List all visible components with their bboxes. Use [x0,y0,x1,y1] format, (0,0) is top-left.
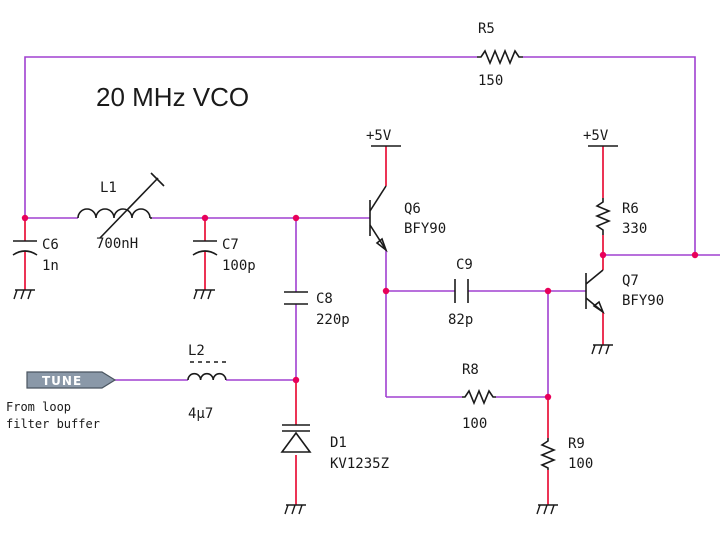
c8-value: 220p [316,312,350,328]
l1-ref: L1 [100,180,117,196]
d1-ref: D1 [330,435,347,451]
capacitor-c8: C8 220p [284,291,350,328]
ground-symbols [13,289,614,515]
c6-value: 1n [42,258,59,274]
inductor-l2: L2 4µ7 [187,343,227,422]
schematic-title: 20 MHz VCO [96,82,249,112]
r6-value: 330 [622,221,647,237]
c7-value: 100p [222,258,256,274]
wire-feedback-left [24,56,477,218]
l2-value: 4µ7 [188,406,213,422]
resistor-r9: R9 100 [539,436,593,472]
q6-ref: Q6 [404,201,421,217]
q7-ref: Q7 [622,273,639,289]
varactor-d1: D1 KV1235Z [280,424,389,472]
r5-ref: R5 [478,21,495,37]
r9-ref: R9 [568,436,585,452]
q6-value: BFY90 [404,221,446,237]
resistor-r6: R6 330 [594,198,647,237]
resistor-r8: R8 100 [462,362,496,432]
r8-ref: R8 [462,362,479,378]
ground-q7 [591,344,614,355]
r6-ref: R6 [622,201,639,217]
supply-q7-label: +5V [583,128,609,144]
transistor-q7: Q7 BFY90 [585,269,664,315]
tune-port-label: TUNE [42,374,82,388]
ground-d1 [284,504,307,515]
inductor-l1: L1 700nH [77,172,165,252]
d1-value: KV1235Z [330,456,389,472]
q7-value: BFY90 [622,293,664,309]
ground-r9 [536,504,559,515]
wire-feedback-right [523,56,696,255]
ground-c7 [193,289,216,300]
capacitor-c6: C6 1n [12,237,59,274]
resistor-r5: R5 150 [477,21,523,89]
c9-ref: C9 [456,257,473,273]
wires [24,56,720,398]
c9-value: 82p [448,312,473,328]
capacitor-c9: C9 82p [448,257,473,328]
l2-ref: L2 [188,343,205,359]
r9-value: 100 [568,456,593,472]
r8-value: 100 [462,416,487,432]
supply-q7: +5V [583,128,618,147]
c7-ref: C7 [222,237,239,253]
supply-q6-label: +5V [366,128,392,144]
c8-ref: C8 [316,291,333,307]
l1-value: 700nH [96,236,138,252]
ground-c6 [13,289,36,300]
junctions [21,214,699,401]
r5-value: 150 [478,73,503,89]
tune-port: TUNE From loop filter buffer [6,371,117,431]
tune-note-line2: filter buffer [6,417,100,431]
leads [24,146,604,505]
capacitor-c7: C7 100p [192,237,256,274]
supply-q6: +5V [366,128,401,147]
transistor-q6: Q6 BFY90 [369,185,446,253]
c6-ref: C6 [42,237,59,253]
tune-note-line1: From loop [6,400,71,414]
